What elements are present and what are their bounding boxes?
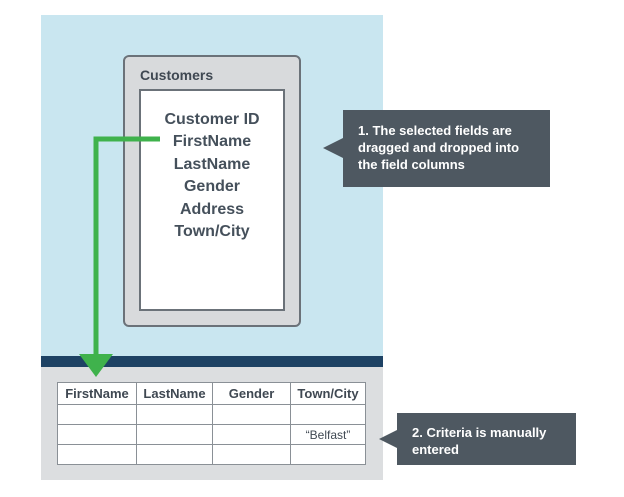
callout-drag-fields: 1. The selected fields are dragged and d… (343, 110, 550, 187)
field-gender[interactable]: Gender (183, 178, 240, 195)
criteria-cell-town-city[interactable]: “Belfast” (290, 424, 366, 445)
table-title: Customers (140, 67, 214, 83)
field-list[interactable] (139, 89, 285, 311)
criteria-cell[interactable] (136, 424, 213, 445)
grid-cell[interactable] (136, 404, 213, 425)
grid-cell[interactable] (212, 444, 291, 465)
grid-header-cell[interactable]: FirstName (57, 382, 137, 405)
grid-row (57, 404, 366, 425)
callout2-pointer (379, 430, 397, 448)
grid-header-row: FirstName LastName Gender Town/City (57, 382, 366, 405)
field-firstname[interactable]: FirstName (172, 133, 252, 150)
grid-cell[interactable] (136, 444, 213, 465)
callout-criteria: 2. Criteria is manually entered (397, 413, 576, 465)
field-town-city[interactable]: Town/City (174, 223, 250, 240)
grid-row (57, 444, 366, 465)
query-grid-table: FirstName LastName Gender Town/City “Bel… (57, 382, 366, 465)
grid-cell[interactable] (57, 404, 137, 425)
callout1-pointer (323, 138, 343, 158)
grid-header-cell[interactable]: Gender (212, 382, 291, 405)
field-lastname[interactable]: LastName (173, 156, 251, 173)
grid-cell[interactable] (57, 444, 137, 465)
grid-cell[interactable] (290, 444, 366, 465)
grid-header-cell[interactable]: LastName (136, 382, 213, 405)
field-customer-id[interactable]: Customer ID (164, 111, 260, 128)
grid-criteria-row: “Belfast” (57, 424, 366, 445)
grid-cell[interactable] (290, 404, 366, 425)
grid-cell[interactable] (212, 404, 291, 425)
drag-arrow-line (93, 136, 160, 355)
criteria-cell[interactable] (57, 424, 137, 445)
pane-divider[interactable] (41, 356, 383, 367)
field-address[interactable]: Address (179, 201, 245, 218)
criteria-cell[interactable] (212, 424, 291, 445)
grid-header-cell[interactable]: Town/City (290, 382, 366, 405)
drag-arrow-head (79, 354, 113, 377)
